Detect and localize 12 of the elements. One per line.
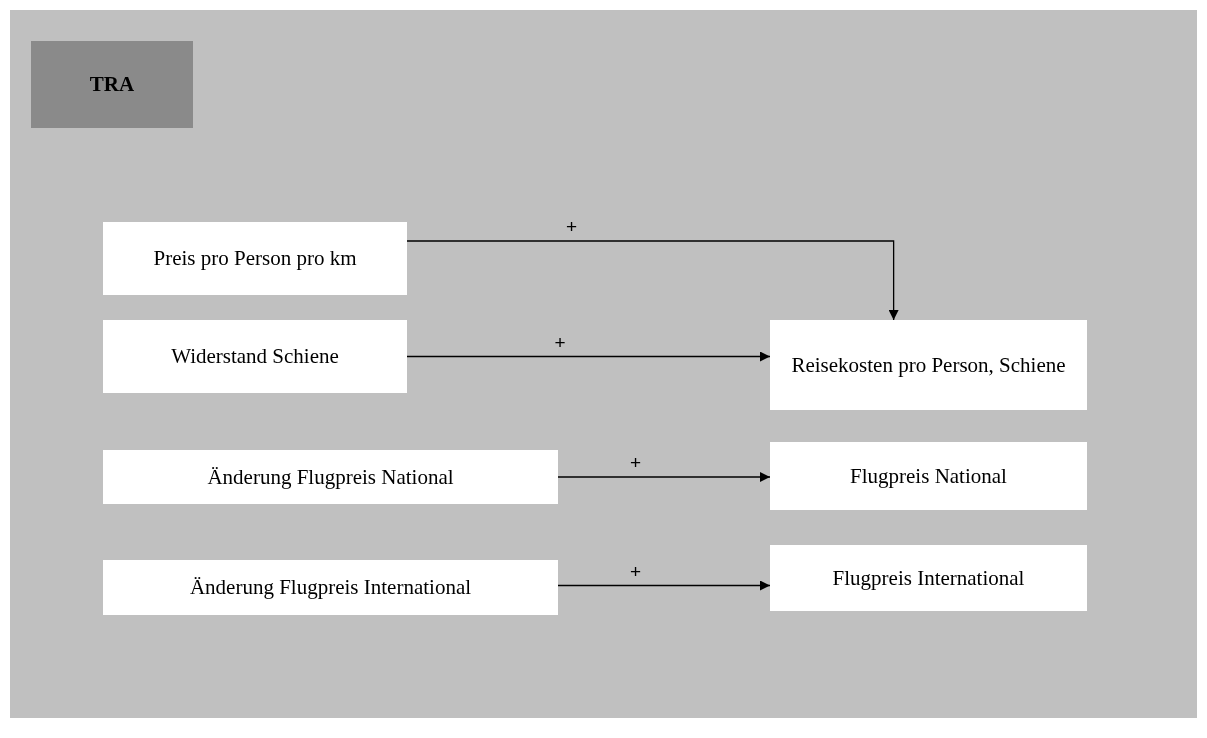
arrow (406, 240, 899, 321)
arrow (406, 351, 771, 362)
process-box: Reisekosten pro Person, Schiene (770, 320, 1087, 410)
arrow (557, 580, 771, 591)
process-box: Änderung Flugpreis National (103, 450, 558, 504)
header-box: TRA (31, 41, 193, 128)
process-box: Preis pro Person pro km (103, 222, 407, 295)
process-box: Flugpreis International (770, 545, 1087, 611)
process-box: Änderung Flugpreis International (103, 560, 558, 615)
process-box: Widerstand Schiene (103, 320, 407, 393)
process-box: Flugpreis National (770, 442, 1087, 510)
arrow (557, 472, 771, 482)
